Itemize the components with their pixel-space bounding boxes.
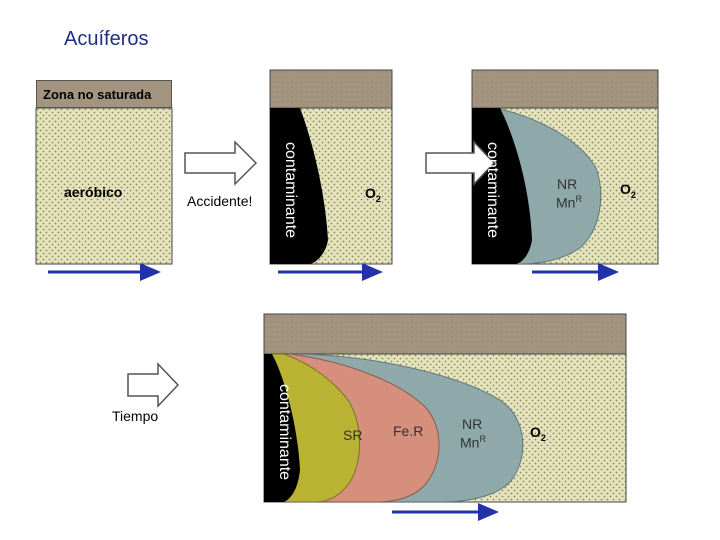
right-arrow-icon [425,140,496,186]
contaminante-label-2: contaminante [484,142,501,239]
right-arrow-icon [184,140,258,186]
tiempo-label: Tiempo [112,408,159,424]
zona-label: Zona no saturada [36,80,172,108]
panel-nr [471,69,659,265]
panel-accident [269,69,393,265]
nr-label-2: NR [462,416,483,432]
fer-label: Fe.R [393,423,424,439]
o2-label-3: O2 [530,424,546,443]
contaminant-plume-3 [264,354,300,502]
contaminant-plume-2 [472,108,532,264]
panel-time [263,313,627,503]
o2-label-1: O2 [365,185,381,204]
nr-label-1: NR [557,176,578,192]
o2-label-2: O2 [620,181,636,200]
sr-label: SR [343,427,363,443]
accidente-label: Accidente! [187,193,253,209]
right-arrow-icon [127,362,180,408]
contaminante-label-1: contaminante [282,142,299,239]
mn-label-1: MnR [556,194,582,211]
panel-aerobic [35,107,173,265]
contaminante-label-3: contaminante [276,384,293,481]
page-title: Acuíferos [64,28,149,50]
aerobico-label: aeróbico [64,184,123,200]
mn-label-2: MnR [460,434,486,451]
contaminant-plume-1 [270,108,328,264]
